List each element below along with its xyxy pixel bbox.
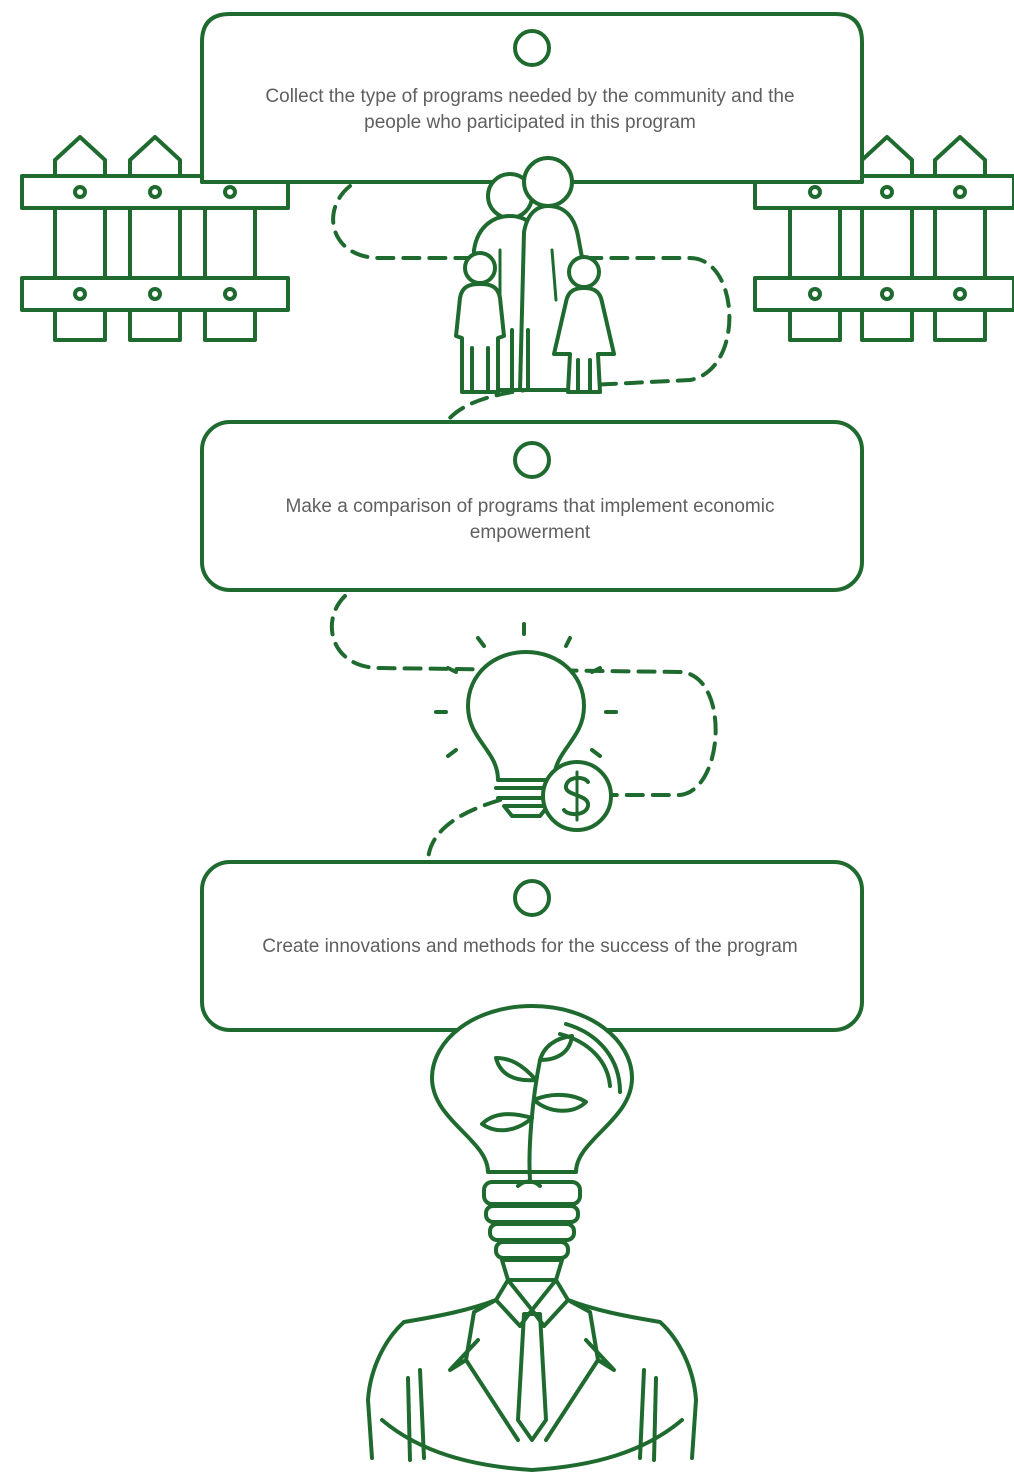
step-1-text: Collect the type of programs needed by t… — [265, 86, 795, 133]
step-card-3 — [200, 860, 864, 1032]
step-3-marker-icon — [513, 879, 551, 917]
family-icon — [454, 156, 616, 394]
step-1-marker-icon — [513, 29, 551, 67]
dashed-connector-3 — [426, 798, 502, 862]
step-2-text: Make a comparison of programs that imple… — [285, 496, 775, 543]
businessman-lightbulb-plant-icon — [366, 1004, 698, 1472]
dashed-connector-2 — [329, 594, 718, 797]
step-2-marker-icon — [513, 441, 551, 479]
lightbulb-dollar-icon — [434, 622, 618, 832]
step-card-2 — [200, 420, 864, 592]
dashed-connector-1 — [331, 184, 732, 422]
step-3-text: Create innovations and methods for the s… — [262, 936, 798, 957]
